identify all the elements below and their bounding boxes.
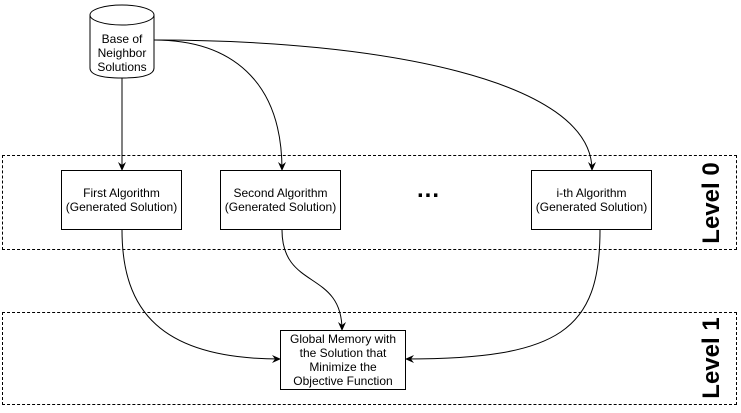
level-0-label: Level 0	[698, 162, 725, 244]
level-1-label: Level 1	[698, 317, 725, 399]
database-cylinder-icon	[89, 4, 155, 79]
global-memory-node: Global Memory with the Solution that Min…	[280, 330, 406, 390]
level-0-frame	[2, 155, 737, 250]
ith-algorithm-label: i-th Algorithm (Generated Solution)	[535, 186, 648, 214]
edge-second-to-memory	[281, 229, 346, 331]
first-algorithm-label: First Algorithm (Generated Solution)	[65, 186, 178, 214]
edge-ith-to-memory	[405, 229, 601, 363]
level-1-frame	[2, 312, 737, 405]
edge-db-to-second	[153, 39, 286, 171]
edge-first-to-memory	[121, 229, 281, 363]
ellipsis-separator: ...	[417, 176, 441, 203]
second-algorithm-node: Second Algorithm (Generated Solution)	[220, 170, 341, 230]
ith-algorithm-node: i-th Algorithm (Generated Solution)	[531, 170, 652, 230]
edge-db-to-ith	[153, 39, 596, 171]
database-label: Base of Neighbor Solutions	[97, 32, 147, 74]
first-algorithm-node: First Algorithm (Generated Solution)	[61, 170, 182, 230]
global-memory-label: Global Memory with the Solution that Min…	[289, 332, 397, 388]
second-algorithm-label: Second Algorithm (Generated Solution)	[224, 186, 337, 214]
